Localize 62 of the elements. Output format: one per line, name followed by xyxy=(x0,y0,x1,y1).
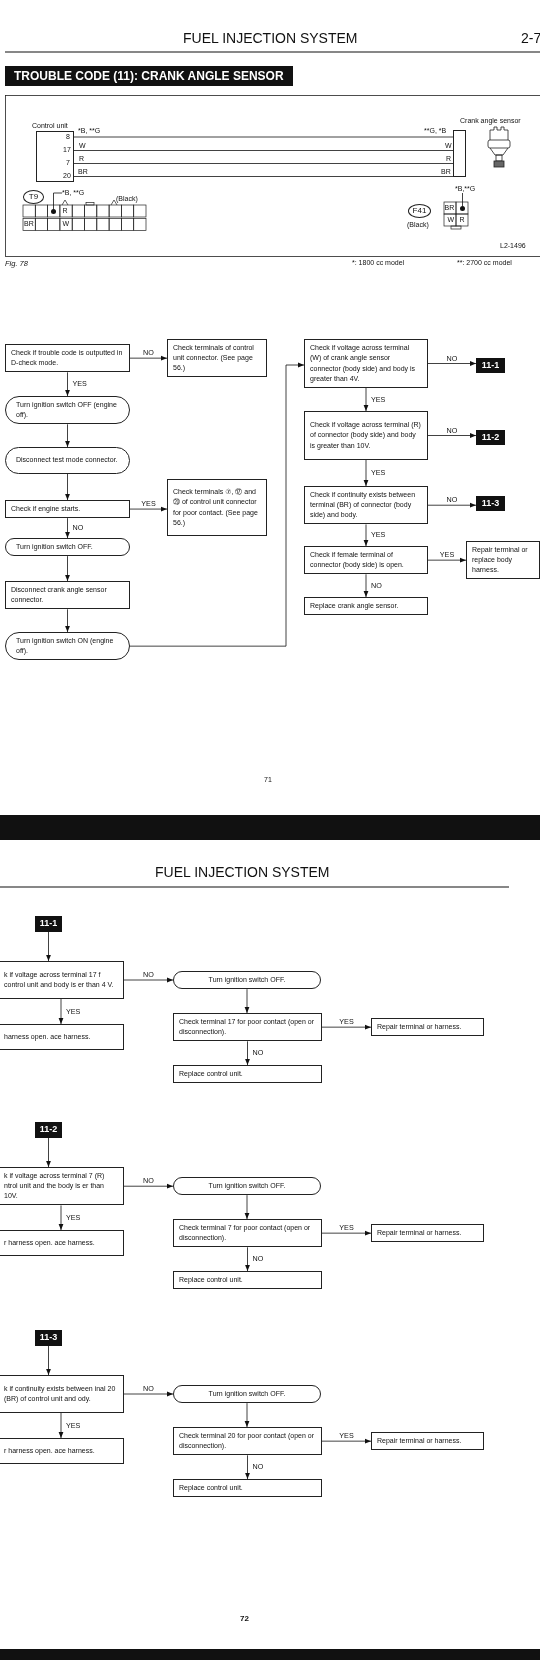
process-box xyxy=(173,1479,322,1498)
code-text: 11-2 xyxy=(39,1123,58,1137)
process-box xyxy=(173,1271,322,1290)
connector-id: T9 xyxy=(28,191,39,203)
leader-line xyxy=(53,192,63,210)
action-terminal xyxy=(5,396,130,425)
process-box xyxy=(0,961,124,999)
process-box xyxy=(466,541,540,580)
action-terminal xyxy=(173,1177,321,1196)
wire xyxy=(73,163,454,164)
process-box xyxy=(5,344,130,373)
process-box xyxy=(0,1024,124,1050)
process-box xyxy=(5,500,130,519)
connector-id: F41 xyxy=(412,205,427,217)
wire xyxy=(73,176,454,177)
process-box xyxy=(173,1219,322,1248)
code-badge xyxy=(35,916,62,932)
process-box xyxy=(173,1013,322,1042)
connector-box xyxy=(453,130,466,177)
action-terminal xyxy=(5,538,130,557)
process-box xyxy=(304,486,428,525)
process-box xyxy=(167,339,267,378)
code-badge xyxy=(476,358,505,373)
terminal-dot xyxy=(460,206,465,211)
code-badge xyxy=(35,1330,62,1346)
code-badge xyxy=(476,430,505,445)
section-banner: TROUBLE CODE (11): CRANK ANGLE SENSOR xyxy=(5,66,293,86)
code-text: 11-3 xyxy=(39,1331,58,1345)
code-text: 11-3 xyxy=(481,496,500,510)
process-box xyxy=(173,1427,322,1456)
process-box xyxy=(0,1375,124,1413)
action-terminal xyxy=(5,447,130,474)
wire xyxy=(73,150,454,151)
action-terminal xyxy=(173,1385,321,1404)
process-box xyxy=(371,1018,484,1037)
process-box xyxy=(304,411,428,460)
process-box xyxy=(0,1230,124,1256)
process-box xyxy=(371,1224,484,1243)
page-header: FUEL INJECTION SYSTEM xyxy=(155,864,330,880)
process-box xyxy=(0,1167,124,1206)
process-box xyxy=(304,546,428,575)
wire xyxy=(73,136,454,138)
page-header: FUEL INJECTION SYSTEM xyxy=(183,30,358,46)
process-box xyxy=(5,581,130,610)
leader-line xyxy=(462,192,463,207)
code-badge xyxy=(35,1122,62,1138)
action-terminal xyxy=(5,632,130,661)
process-box xyxy=(304,597,428,616)
code-text: 11-1 xyxy=(481,358,500,372)
process-box xyxy=(304,339,428,388)
terminal-dot xyxy=(51,209,56,214)
page-number: 2-7 xyxy=(521,30,540,46)
code-text: 11-2 xyxy=(481,430,500,444)
process-box xyxy=(167,479,267,536)
process-box xyxy=(371,1432,484,1451)
process-box xyxy=(0,1438,124,1464)
action-terminal xyxy=(173,971,321,990)
process-box xyxy=(173,1065,322,1084)
code-text: 11-1 xyxy=(39,917,58,931)
code-badge xyxy=(476,496,505,511)
connector-id-oval xyxy=(23,190,44,204)
page-number: 72 xyxy=(240,1614,249,1623)
